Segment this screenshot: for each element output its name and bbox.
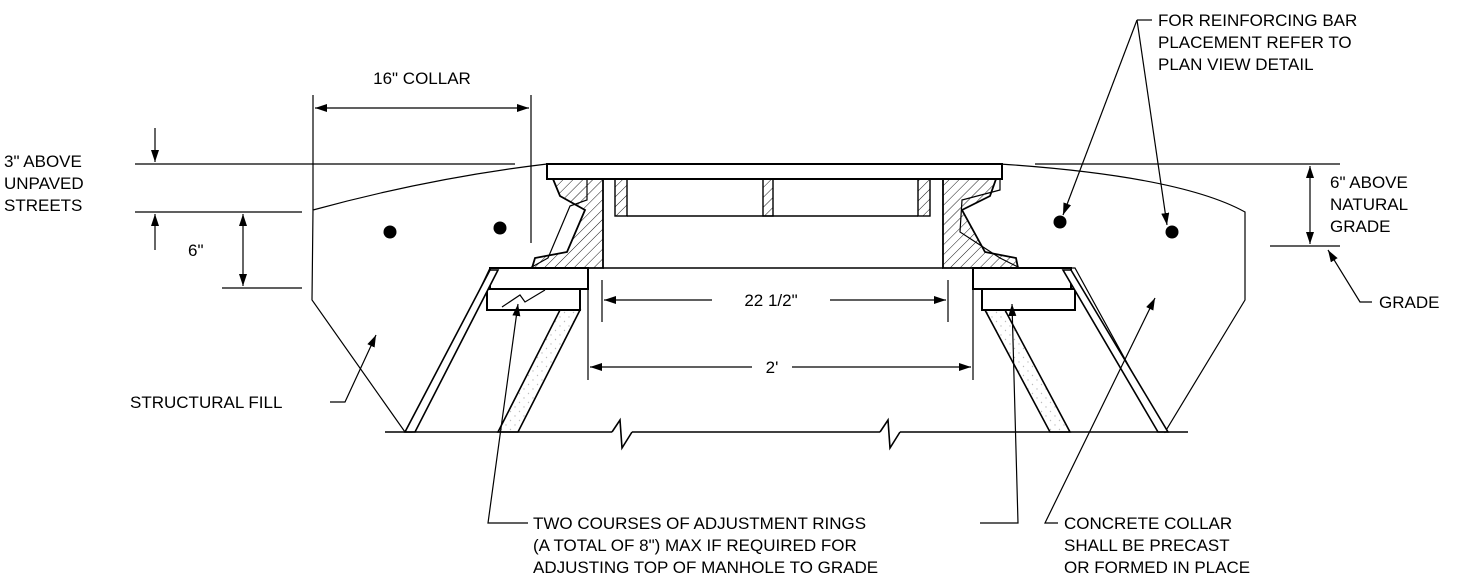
rebar-dot	[1053, 215, 1067, 229]
structural-fill-label: STRUCTURAL FILL	[130, 393, 282, 412]
adjustment-ring-right-top	[972, 267, 1072, 290]
manhole-frame-casting	[530, 163, 1020, 269]
dim-above-natural	[1035, 163, 1340, 247]
break-symbol-ring	[501, 289, 546, 308]
thickness-label: 6"	[188, 241, 204, 260]
rebar-note-leaders	[1062, 19, 1170, 226]
collar-width-label: 16" COLLAR	[373, 69, 471, 88]
rebar-dot	[493, 221, 507, 235]
dim-thickness	[222, 214, 302, 289]
rebar-dot	[1165, 225, 1179, 239]
adjustment-ring-left-top	[489, 267, 589, 290]
ground-break-line	[385, 417, 1188, 451]
adjustment-ring-right-bottom	[981, 288, 1076, 311]
dim-above-unpaved	[135, 128, 515, 250]
above-natural-label: 6" ABOVE NATURAL GRADE	[1330, 173, 1413, 236]
ring-width-label: 2'	[766, 358, 779, 377]
clear-opening-label: 22 1/2"	[744, 291, 797, 310]
rebar-dot	[383, 225, 397, 239]
above-unpaved-label: 3" ABOVE UNPAVED STREETS	[4, 152, 88, 215]
adjustment-rings-leaders	[487, 303, 1019, 524]
concrete-collar-leaders	[1044, 297, 1156, 524]
grade-label: GRADE	[1379, 293, 1439, 312]
adjustment-ring-left-bottom	[486, 288, 581, 311]
concrete-collar-label: CONCRETE COLLAR SHALL BE PRECAST OR FORM…	[1064, 514, 1250, 577]
dim-clear-opening	[601, 280, 949, 322]
rebar-note-label: FOR REINFORCING BAR PLACEMENT REFER TO P…	[1158, 11, 1362, 74]
grade-leader	[1327, 249, 1372, 303]
dim-collar-width	[312, 95, 532, 243]
dim-ring-width	[587, 290, 974, 380]
adjustment-rings-label: TWO COURSES OF ADJUSTMENT RINGS (A TOTAL…	[533, 514, 878, 577]
structural-fill-leader	[330, 334, 377, 403]
